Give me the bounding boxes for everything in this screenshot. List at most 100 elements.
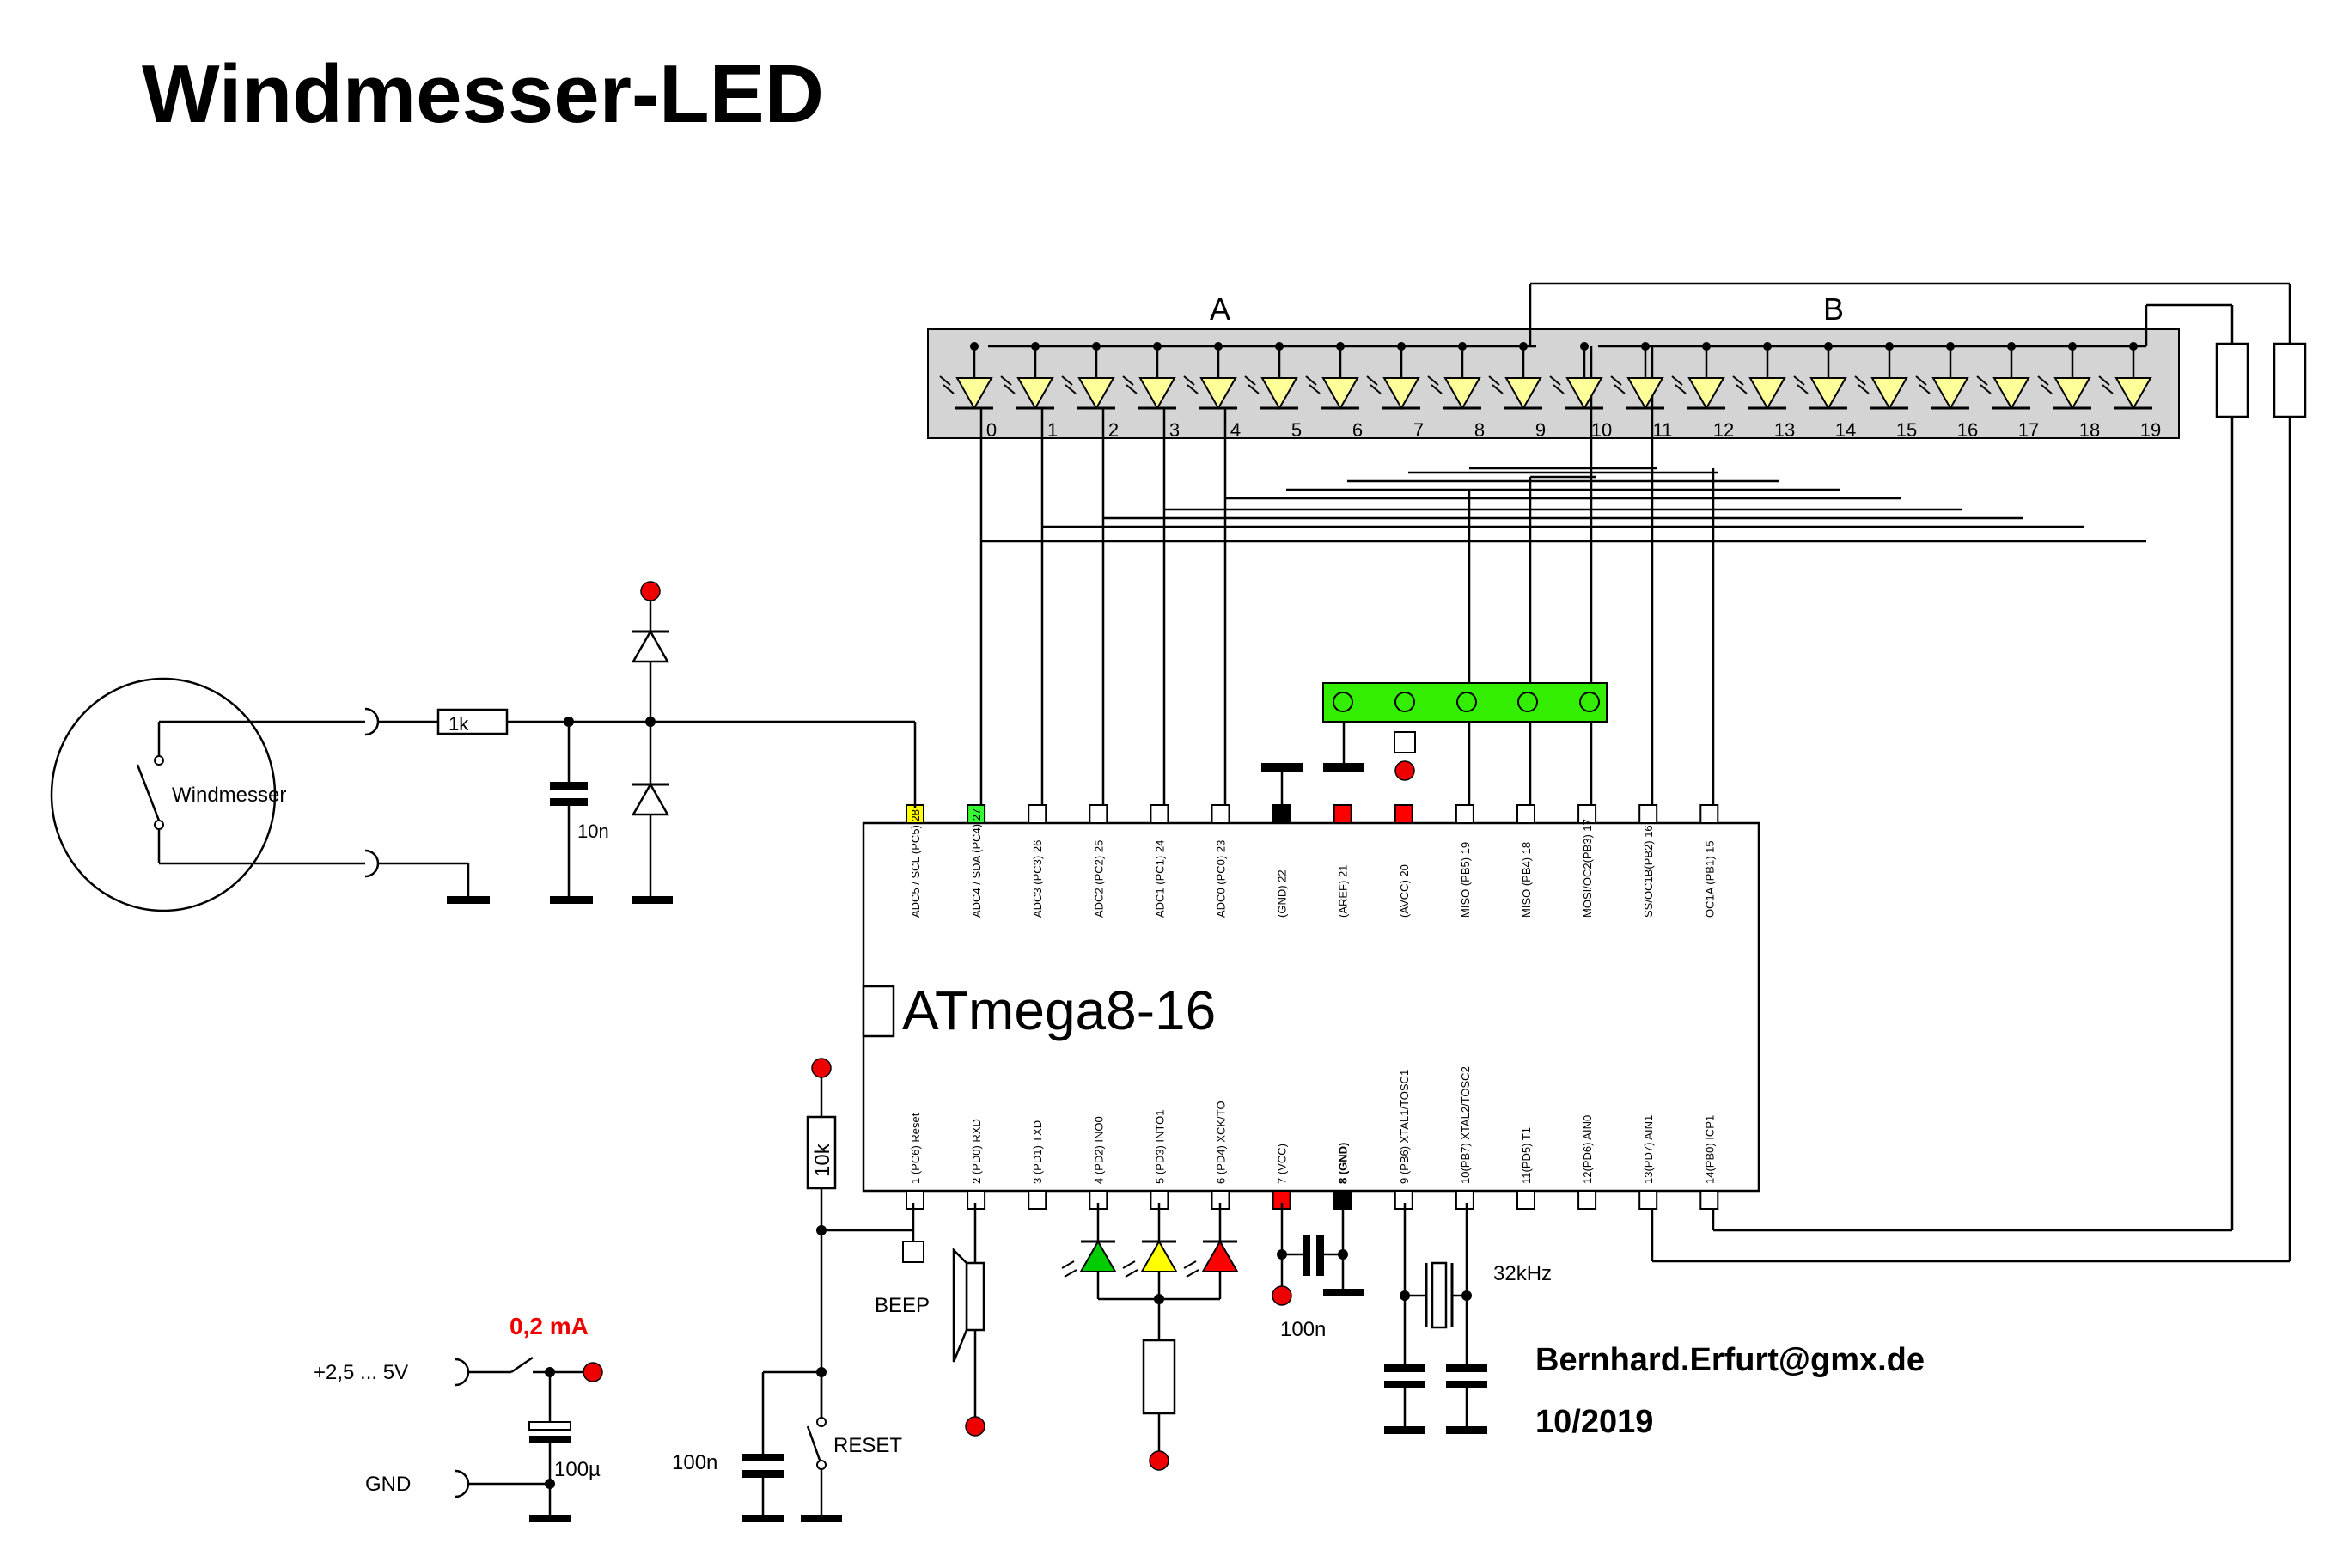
status-leds — [1061, 1203, 1239, 1471]
date-label: 10/2019 — [1535, 1404, 1653, 1440]
led-number: 5 — [1291, 419, 1302, 441]
mcu-pin-label: 8 (GND) — [1337, 1143, 1350, 1184]
led-9: 9 — [1488, 342, 1546, 441]
mcu-pin-label: 14(PB0) ICP1 — [1703, 1115, 1716, 1184]
mcu-body — [862, 821, 1760, 1193]
led-12: 12 — [1671, 342, 1734, 441]
led-number: 0 — [986, 419, 997, 441]
led-16: 16 — [1915, 342, 1978, 441]
mcu-pin-label: ADC5 / SCL (PC5) 28 — [909, 809, 922, 918]
reset-button-label: RESET — [833, 1434, 902, 1457]
led-5: 5 — [1244, 342, 1302, 441]
mcu-notch — [862, 985, 895, 1038]
input-cap-label: 10n — [577, 821, 609, 842]
led-number: 15 — [1896, 419, 1917, 441]
led-0: 0 — [939, 342, 997, 441]
supply-cap-label: 100µ — [554, 1458, 601, 1481]
mcu-pin — [1638, 804, 1658, 824]
vcc-cap-label: 100n — [1280, 1318, 1326, 1341]
mcu-pin — [1028, 1190, 1047, 1210]
mcu-pin — [1150, 804, 1169, 824]
gnd-symbols — [447, 896, 673, 904]
mcu-pin — [1028, 804, 1047, 824]
mcu-pin — [1272, 804, 1291, 824]
led-18: 18 — [2037, 342, 2100, 441]
led-4: 4 — [1183, 342, 1241, 441]
led-2: 2 — [1061, 342, 1119, 441]
beeper-label: BEEP — [875, 1294, 930, 1317]
sensor-label: Windmesser — [172, 784, 286, 807]
current-label: 0,2 mA — [510, 1313, 589, 1339]
mcu-pin-label: 9 (PB6) XTAL1/TOSC1 — [1398, 1070, 1411, 1184]
mcu-pin-label: ADC4 / SDA (PC4) 27 — [970, 808, 983, 918]
mcu-pin-label: ADC1 (PC1) 24 — [1153, 840, 1166, 918]
led-number: 14 — [1835, 419, 1856, 441]
led-number: 3 — [1169, 419, 1180, 441]
input-resistor-label: 1k — [449, 713, 469, 735]
led-17: 17 — [1976, 342, 2039, 441]
led-number: 11 — [1653, 419, 1673, 441]
mcu-pin-label: SS/OC1B(PB2) 16 — [1642, 825, 1655, 918]
led-group-b-label: B — [1823, 291, 1844, 326]
led-number: 4 — [1230, 419, 1241, 441]
mcu-pin-label: 12(PD6) AIN0 — [1581, 1115, 1594, 1184]
led-6: 6 — [1305, 342, 1363, 441]
mcu-pin-label: 6 (PD4) XCK/TO — [1215, 1101, 1228, 1184]
mcu-pin — [1394, 804, 1413, 824]
mcu-pin — [1577, 804, 1597, 824]
led-11: 11 — [1610, 342, 1673, 441]
led-number: 12 — [1713, 419, 1734, 441]
led-3: 3 — [1122, 342, 1180, 441]
mcu-pin — [1455, 804, 1474, 824]
mcu-pin-label: (GND) 22 — [1276, 869, 1289, 918]
page-title: Windmesser-LED — [142, 48, 824, 140]
led-series-resistor-1 — [2215, 342, 2249, 418]
led-10: 10 — [1549, 342, 1612, 441]
led-number: 2 — [1108, 419, 1119, 441]
mcu-pin-label: ADC2 (PC2) 25 — [1092, 840, 1105, 918]
led-number: 10 — [1591, 419, 1612, 441]
led-13: 13 — [1732, 342, 1795, 441]
led-number: 8 — [1474, 419, 1485, 441]
led-wiring — [979, 282, 2291, 1263]
mcu-pin-label: MISO (PB5) 19 — [1459, 842, 1472, 918]
crystal — [1431, 1261, 1448, 1329]
mcu-pin — [1516, 804, 1535, 824]
led-series-resistor-2 — [2273, 342, 2307, 418]
mcu-pin-label: 1 (PC6) Reset — [909, 1113, 922, 1184]
mcu-pin-label: OC1A (PB1) 15 — [1703, 840, 1716, 918]
led-number: 19 — [2140, 419, 2161, 441]
led-7: 7 — [1366, 342, 1424, 441]
mcu-pin-label: (AREF) 21 — [1337, 865, 1350, 918]
wind-sensor — [50, 677, 277, 912]
mcu-pin-label: 7 (VCC) — [1276, 1144, 1289, 1184]
supply-voltage-label: +2,5 ... 5V — [314, 1361, 408, 1384]
mcu-name: ATmega8-16 — [902, 979, 1216, 1041]
mcu-pin-label: 11(PD5) T1 — [1520, 1127, 1533, 1184]
mcu-pin — [967, 804, 986, 824]
mcu-pin-label: MISO (PB4) 18 — [1520, 842, 1533, 918]
mcu-pin — [1455, 1190, 1474, 1210]
mcu-pin — [1333, 804, 1352, 824]
connector-pins — [1333, 692, 1600, 712]
crystal-label: 32kHz — [1493, 1262, 1552, 1285]
led-number: 17 — [2018, 419, 2039, 441]
author-email: Bernhard.Erfurt@gmx.de — [1535, 1342, 1925, 1378]
led-number: 7 — [1413, 419, 1424, 441]
mcu-pin — [1699, 1190, 1719, 1210]
reset-resistor-label: 10k — [811, 1143, 834, 1177]
input-wiring — [136, 601, 917, 898]
led-19: 19 — [2098, 342, 2161, 441]
mcu-pin-label: 5 (PD3) INTO1 — [1153, 1110, 1166, 1184]
reset-cap-label: 100n — [672, 1451, 717, 1474]
led-number: 16 — [1957, 419, 1978, 441]
mcu-pin-label: ADC0 (PC0) 23 — [1215, 840, 1228, 918]
mcu-pin-label: (AVCC) 20 — [1398, 864, 1411, 918]
mcu-pin-label: 10(PB7) XTAL2/TOSC2 — [1459, 1066, 1472, 1184]
led-number: 13 — [1774, 419, 1795, 441]
input-resistor — [436, 708, 509, 735]
led-number: 6 — [1352, 419, 1363, 441]
mcu-pin-label: 2 (PD0) RXD — [970, 1119, 983, 1184]
